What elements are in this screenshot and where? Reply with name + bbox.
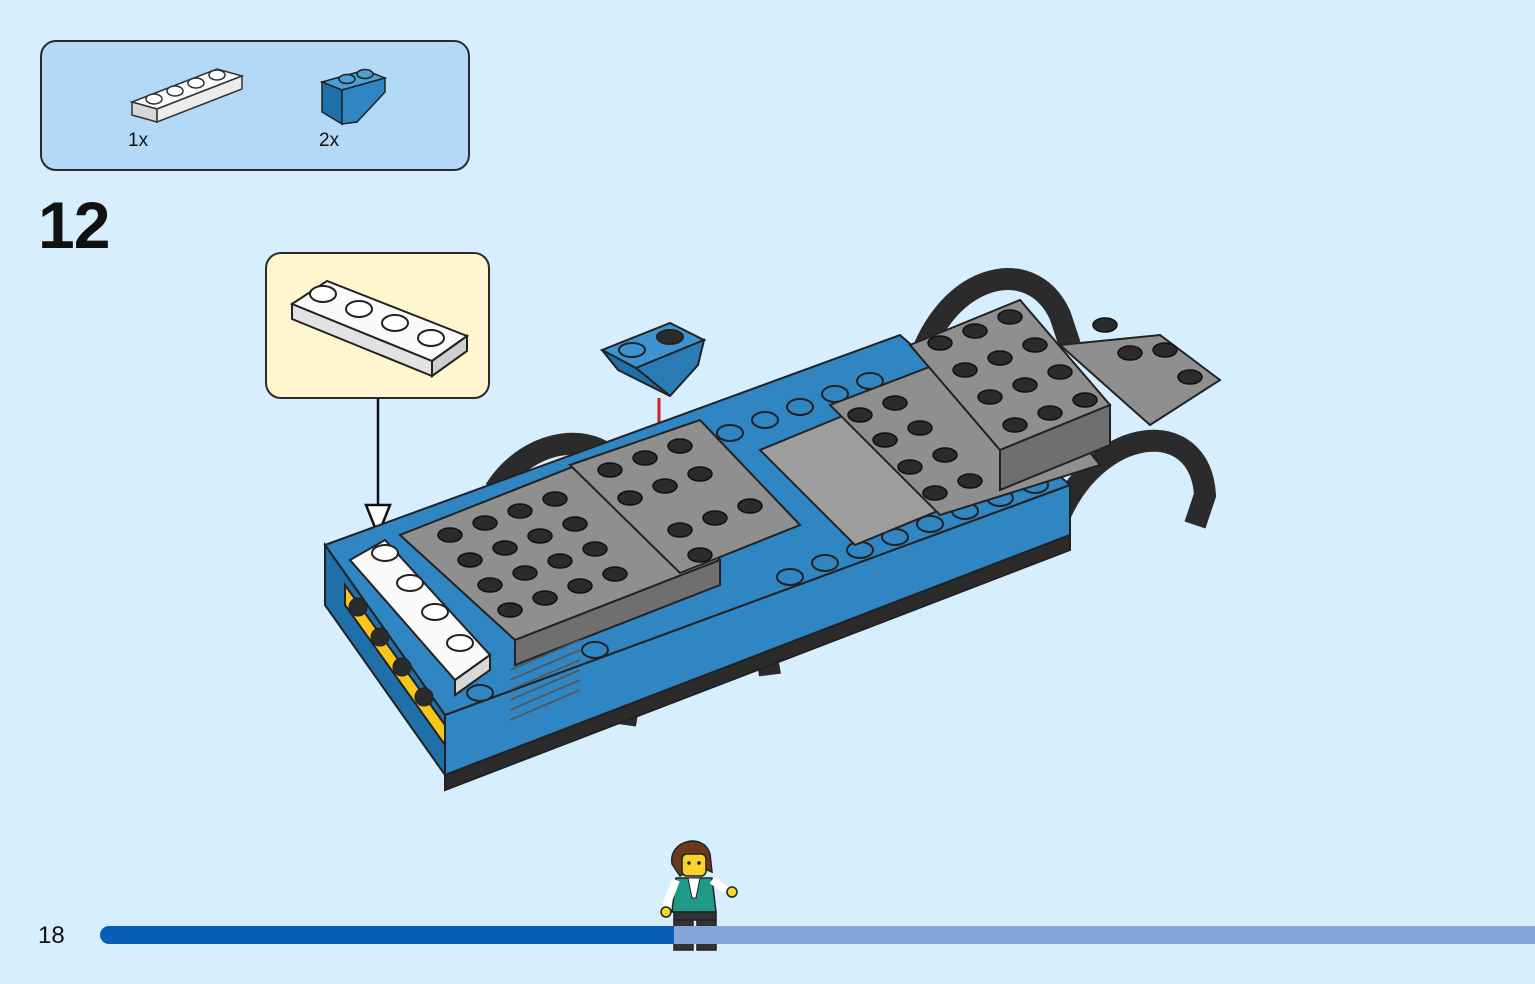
- progress-bar: [100, 926, 1535, 944]
- white-plate-1x4-icon: [129, 68, 245, 124]
- blue-slope-piece-icon: [599, 321, 707, 398]
- car-chassis-model: [323, 268, 1222, 792]
- page-number: 18: [38, 922, 65, 949]
- parts-list-panel: 1x 2x: [40, 40, 470, 171]
- part-count-blue-slope: 2x: [319, 130, 340, 151]
- part-count-white-plate: 1x: [128, 130, 149, 151]
- blue-inverted-slope-icon: [319, 68, 388, 126]
- callout-white-plate-icon: [289, 279, 470, 378]
- callout-arrow-icon: [364, 399, 392, 539]
- progress-bar-fill: [100, 926, 674, 944]
- step-number: 12: [38, 188, 110, 262]
- callout-panel: [265, 252, 490, 399]
